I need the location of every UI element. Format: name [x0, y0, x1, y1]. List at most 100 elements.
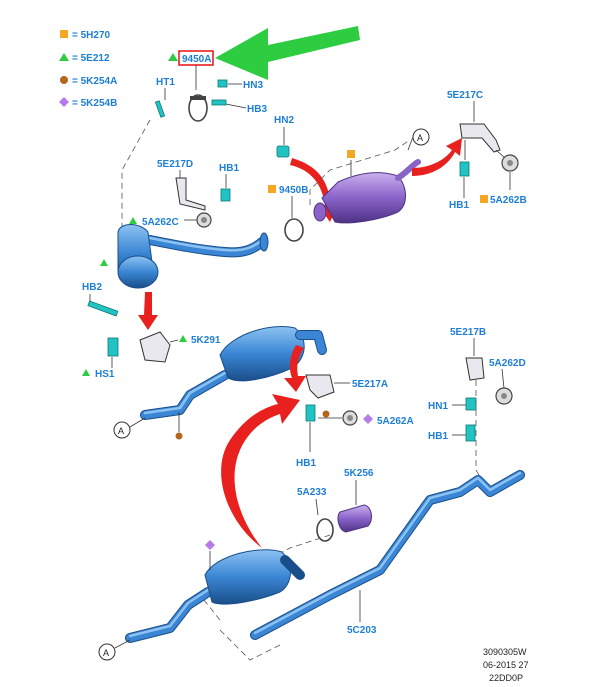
green-pointer-arrow-icon [215, 26, 360, 80]
nut-hn1-icon [465, 397, 477, 411]
triangle-marker-icon [179, 335, 187, 342]
connector-a-mid: A [113, 417, 146, 439]
centre-muffler [219, 326, 305, 382]
legend-item-5k254b: = 5K254B [72, 98, 117, 109]
centre-muffler-group [140, 326, 327, 440]
footer-line1: 3090305W [483, 647, 527, 657]
legend: = 5H270 = 5E212 = 5K254A = 5K254B [59, 30, 117, 109]
label-5a262a: 5A262A [377, 416, 414, 427]
label-5a262b: 5A262B [490, 195, 527, 206]
label-hn1: HN1 [428, 401, 448, 412]
bolt-hb1-far-icon [465, 424, 476, 442]
bracket-5e217a-group: 5E217A 5A262A HB1 [296, 374, 414, 469]
label-9450b: 9450B [279, 185, 308, 196]
legend-square-icon [60, 30, 68, 38]
label-5k291: 5K291 [191, 335, 221, 346]
label-hs1: HS1 [95, 369, 115, 380]
connector-a-top: A [407, 128, 430, 151]
rear-pipe-group: 5C203 [250, 470, 525, 640]
bracket-5e217c-group: 5E217C 5A262B HB1 [447, 90, 527, 211]
diamond-marker-icon [363, 414, 373, 424]
legend-item-5e212: = 5E212 [72, 53, 110, 64]
bracket-5e217b [465, 357, 485, 381]
label-hb1-mid: HB1 [296, 458, 316, 469]
resonator-5k256 [337, 504, 372, 533]
highlighted-part-9450a: 9450A [168, 26, 360, 80]
legend-item-5h270: = 5H270 [72, 30, 111, 41]
triangle-marker-icon [168, 53, 178, 61]
bolt-hb1-top-icon [220, 188, 231, 202]
diesel-particulate-filter [321, 172, 406, 224]
gasket-9450b-group: 9450B [268, 185, 308, 242]
bolt-hb1-mid-icon [305, 404, 316, 422]
square-marker-icon [480, 195, 488, 203]
bracket-5e217c [459, 123, 501, 153]
legend-item-5k254a: = 5K254A [72, 76, 117, 87]
clamp-5a233 [316, 518, 334, 542]
bracket-5e217d-group: 5E217D HB1 [157, 159, 239, 211]
bolt-hb1-right-icon [459, 161, 470, 177]
red-arrow-dpf-icon [412, 138, 462, 176]
circle-marker-icon [175, 432, 183, 440]
footer-line2: 06-2015 27 [483, 660, 529, 670]
red-arrow-large-icon [221, 394, 300, 548]
bolt-ht1-icon [154, 100, 166, 118]
label-hn2: HN2 [274, 115, 294, 126]
red-arrow-converter-icon [138, 292, 158, 330]
label-hb3: HB3 [247, 104, 267, 115]
front-pipe-group: 5A262C [100, 212, 269, 330]
circle-marker-icon [322, 410, 330, 418]
dashed-link-dpf [309, 139, 411, 205]
square-marker-icon [268, 185, 276, 193]
label-hb1-right: HB1 [449, 200, 469, 211]
triangle-marker-icon [129, 217, 137, 224]
clamp-9450a [188, 94, 208, 122]
connector-a-label-bottom: A [103, 648, 109, 658]
red-arrow-muffler-icon [284, 345, 306, 392]
label-hb2: HB2 [82, 282, 102, 293]
label-5a233: 5A233 [297, 487, 327, 498]
triangle-marker-icon [100, 259, 108, 266]
legend-diamond-icon [59, 97, 69, 107]
rear-pipe-5c203 [251, 471, 524, 639]
label-ht1: HT1 [156, 77, 175, 88]
stud-hs1-icon [107, 337, 119, 357]
connector-a-bottom: A [98, 639, 131, 661]
converter-body [117, 255, 159, 289]
bracket-5e217a [305, 374, 335, 399]
diamond-marker-icon [205, 540, 215, 550]
clamp-5a233-group: 5A233 5K256 [297, 468, 374, 542]
label-9450a: 9450A [182, 54, 211, 65]
bolt-hb3-icon [211, 99, 227, 106]
label-5a262d: 5A262D [489, 358, 526, 369]
bracket-5e217b-group: 5E217B 5A262D HN1 HB1 [428, 327, 526, 491]
label-5e217a: 5E217A [352, 379, 388, 390]
centre-pipe-front [296, 331, 326, 354]
gasket-9450b [284, 218, 304, 242]
label-5e217c: 5E217C [447, 90, 483, 101]
nut-hn3-icon [217, 79, 228, 88]
footer-line3: 22DD0P [489, 673, 523, 683]
label-5e217b: 5E217B [450, 327, 486, 338]
bracket-5e217d [175, 177, 206, 211]
dashed-link-bottom [219, 629, 281, 661]
legend-circle-icon [60, 76, 68, 84]
legend-triangle-icon [59, 53, 69, 61]
dashed-link-right [475, 380, 489, 491]
connector-a-label-mid: A [118, 426, 124, 436]
label-hb1-top: HB1 [219, 163, 239, 174]
bolt-hb2-icon [87, 300, 119, 317]
label-5c203: 5C203 [347, 625, 377, 636]
label-5k256: 5K256 [344, 468, 374, 479]
front-pipe [146, 236, 266, 257]
square-marker-icon [347, 150, 355, 158]
footer-code: 3090305W 06-2015 27 22DD0P [483, 647, 529, 683]
label-hb1-far: HB1 [428, 431, 448, 442]
top-clamp-group: HT1 HN3 HB3 [154, 65, 267, 122]
dpf-group [309, 138, 462, 224]
rear-muffler-group [125, 534, 331, 661]
bracket-5k291-group: HB2 5K291 HS1 [82, 282, 221, 380]
connector-a-label: A [417, 133, 423, 143]
label-hn3-top: HN3 [243, 80, 263, 91]
triangle-marker-icon [82, 369, 90, 376]
